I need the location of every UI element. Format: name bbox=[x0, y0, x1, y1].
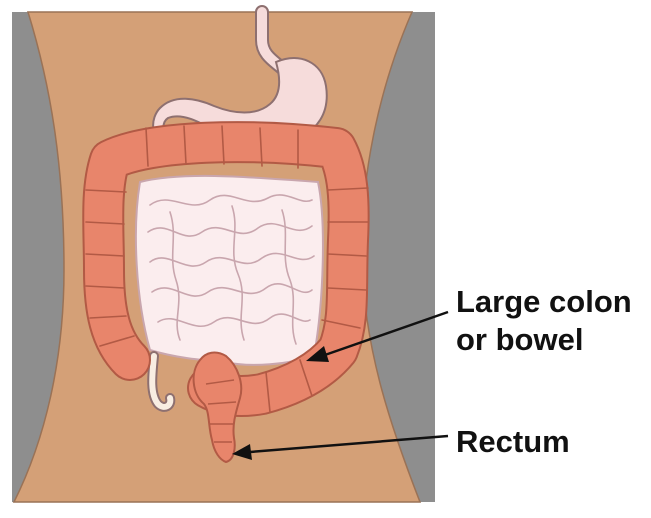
label-or-bowel: or bowel bbox=[456, 322, 583, 358]
small-intestine-icon bbox=[136, 176, 323, 365]
label-large-colon: Large colon bbox=[456, 284, 632, 320]
label-rectum: Rectum bbox=[456, 424, 570, 460]
